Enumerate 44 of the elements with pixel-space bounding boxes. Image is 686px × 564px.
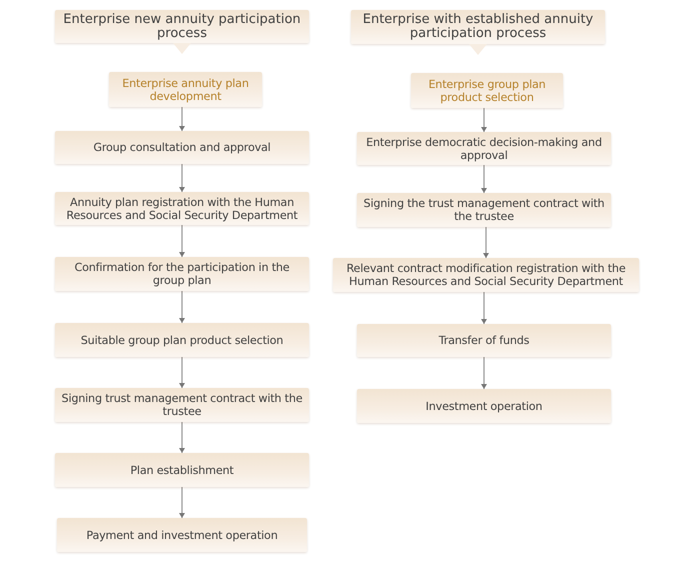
arrow	[179, 106, 185, 132]
arrow	[179, 486, 185, 518]
box-label: Signing the trust management contract with the trustee	[362, 197, 606, 223]
process-box	[57, 518, 307, 552]
box-label: Suitable group plan product selection	[80, 334, 284, 346]
box-label: Payment and investment operation	[86, 528, 278, 542]
box-label: Confirmation for the participation in the group plan	[74, 261, 290, 287]
callout-header	[351, 10, 605, 44]
process-box	[357, 193, 611, 227]
box-label: Enterprise annuity plan development	[121, 76, 250, 102]
arrow	[179, 164, 185, 192]
arrow	[481, 356, 487, 390]
arrow	[481, 108, 487, 132]
box-label: Relevant contract modification registration with the Human Resources and Social Security Department	[345, 262, 627, 288]
box-label: Plan establishment	[130, 464, 234, 476]
process-box	[55, 192, 309, 225]
box-label: Investment operation	[426, 400, 542, 412]
arrow	[483, 226, 489, 258]
box-label: Transfer of funds	[438, 334, 530, 347]
arrow	[179, 422, 185, 454]
process-box	[55, 388, 309, 422]
box-label: Enterprise new annuity participation process	[62, 12, 302, 40]
arrow	[179, 290, 185, 324]
box-label: Signing trust management contract with the trustee	[60, 392, 304, 418]
process-box	[357, 132, 611, 165]
process-box	[55, 323, 309, 357]
box-label: Enterprise democratic decision-making and approval	[365, 136, 603, 162]
box-label: Enterprise with established annuity participation process	[362, 13, 594, 41]
process-box	[55, 453, 309, 487]
process-box	[357, 389, 611, 423]
process-box	[55, 131, 309, 164]
process-box	[357, 324, 611, 357]
start-box	[109, 72, 262, 107]
callout-header	[55, 10, 309, 43]
box-label: Group consultation and approval	[93, 141, 271, 154]
process-box	[333, 258, 639, 292]
process-box	[55, 257, 309, 291]
arrow	[179, 224, 185, 258]
start-box	[411, 73, 563, 108]
box-label: Enterprise group plan product selection	[427, 78, 547, 104]
arrow	[481, 292, 487, 324]
arrow	[179, 356, 185, 388]
box-label: Annuity plan registration with the Human Resources and Social Security Department	[65, 196, 299, 222]
arrow	[481, 164, 487, 194]
